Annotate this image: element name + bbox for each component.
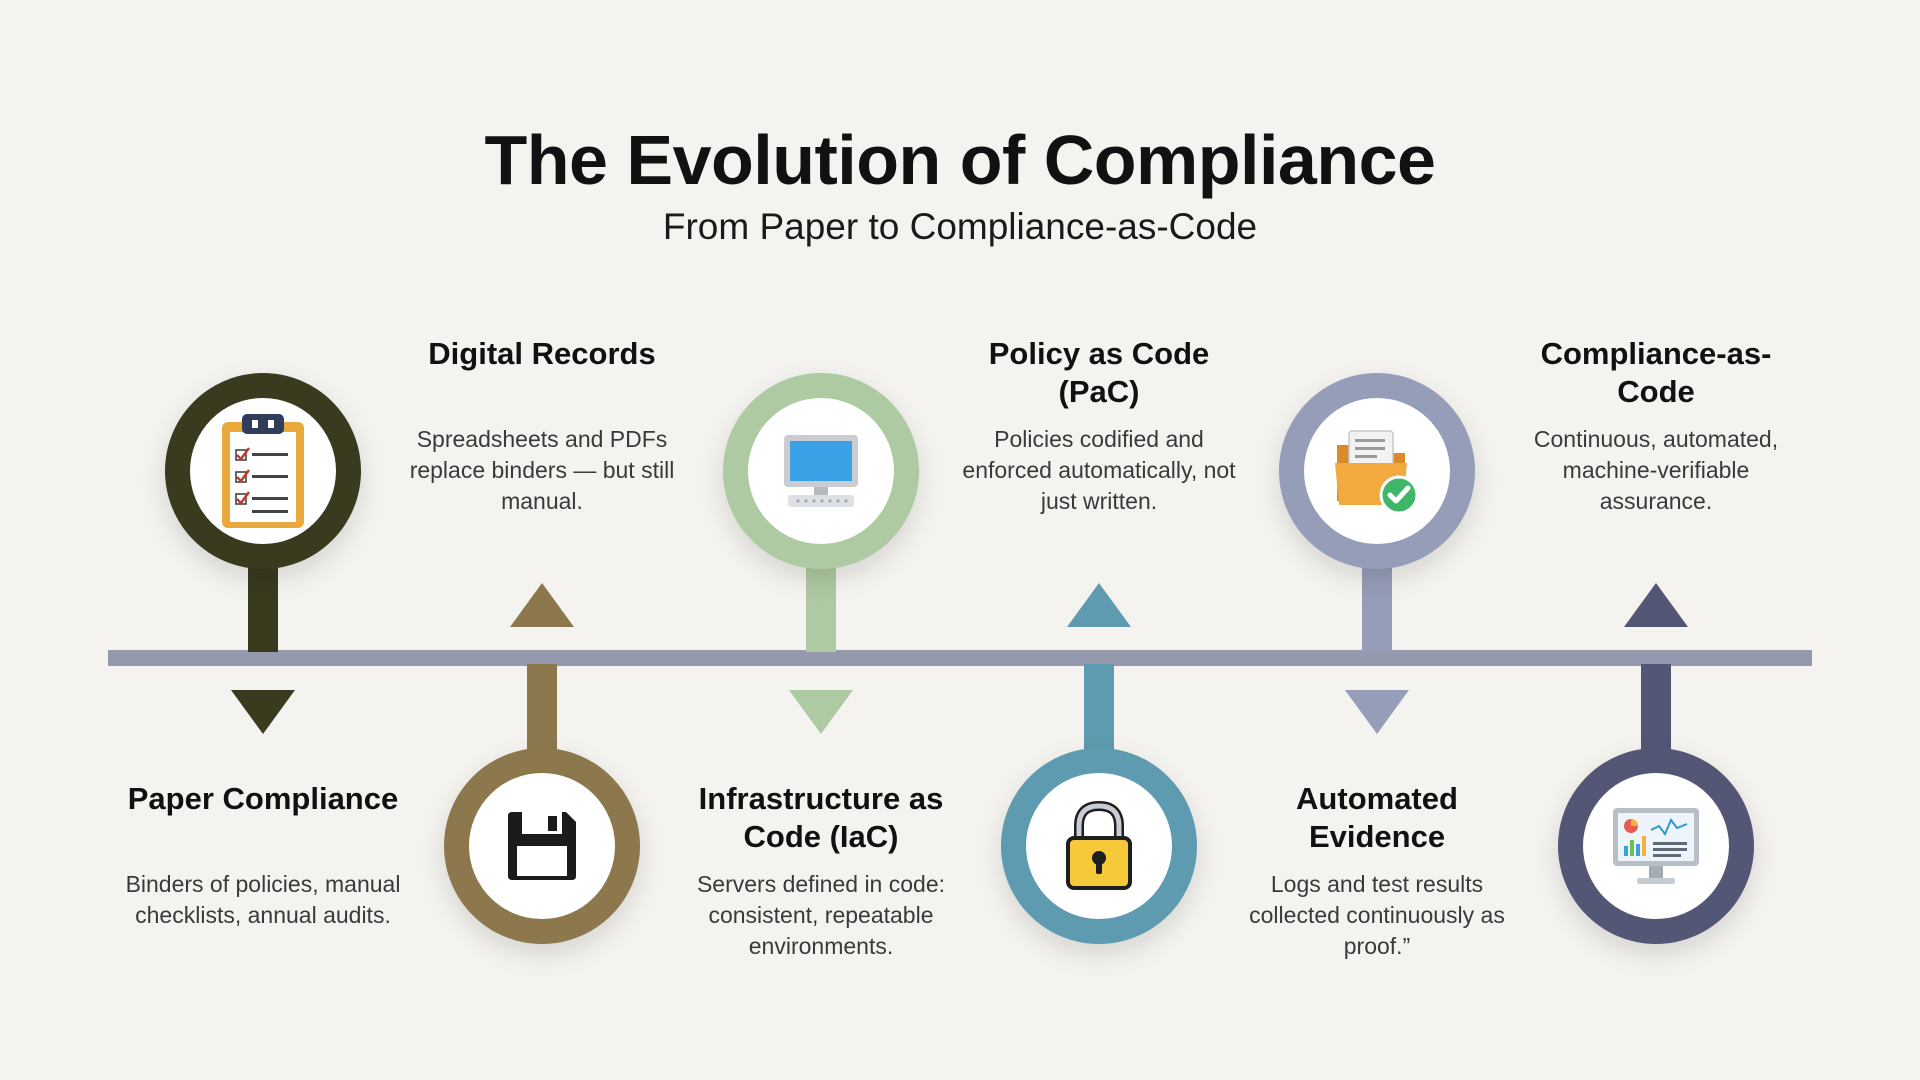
stage-pointer bbox=[231, 690, 295, 734]
stage-connector bbox=[1641, 664, 1671, 756]
padlock-icon bbox=[1066, 800, 1132, 890]
stage-title: Paper Compliance bbox=[127, 781, 399, 816]
stage-marker bbox=[1558, 748, 1754, 944]
stage-pointer bbox=[789, 690, 853, 734]
stage-pointer bbox=[1067, 583, 1131, 627]
stage-marker bbox=[1001, 748, 1197, 944]
stage-connector bbox=[248, 560, 278, 652]
stage-description: Servers defined in code: consistent, rep… bbox=[696, 871, 946, 959]
page-title: The Evolution of Compliance bbox=[484, 121, 1436, 199]
stage-pointer bbox=[510, 583, 574, 627]
stage-description: Binders of policies, manual checklists, … bbox=[125, 871, 401, 928]
stage-connector bbox=[527, 664, 557, 756]
stage-marker bbox=[1279, 373, 1475, 569]
stage-connector bbox=[1084, 664, 1114, 756]
stage-title: Automated Evidence bbox=[1296, 781, 1458, 854]
stage-description: Spreadsheets and PDFs replace binders — … bbox=[409, 426, 675, 514]
stage-pointer bbox=[1624, 583, 1688, 627]
stage-title: Digital Records bbox=[428, 336, 656, 371]
stage-title: Infrastructure as Code (IaC) bbox=[698, 781, 944, 854]
stage-marker bbox=[723, 373, 919, 569]
stage-title: Compliance-as-Code bbox=[1540, 336, 1772, 409]
stage-connector bbox=[1362, 560, 1392, 652]
desktop-computer-icon bbox=[784, 435, 858, 507]
stage-description: Logs and test results collected continuo… bbox=[1249, 871, 1505, 959]
timeline-axis bbox=[108, 650, 1812, 666]
stage-title: Policy as Code (PaC) bbox=[988, 336, 1210, 409]
stage-marker bbox=[444, 748, 640, 944]
stage-connector bbox=[806, 560, 836, 652]
dashboard-monitor-icon bbox=[1613, 808, 1699, 884]
page-subtitle: From Paper to Compliance-as-Code bbox=[662, 206, 1258, 247]
folder-checkmark-icon bbox=[1335, 430, 1419, 515]
stage-marker bbox=[165, 373, 361, 569]
stage-description: Policies codified and enforced automatic… bbox=[962, 426, 1236, 514]
stage-pointer bbox=[1345, 690, 1409, 734]
clipboard-checklist-icon bbox=[222, 414, 304, 528]
floppy-disk-icon bbox=[508, 812, 576, 880]
stage-description: Continuous, automated, machine-verifiabl… bbox=[1533, 426, 1779, 514]
